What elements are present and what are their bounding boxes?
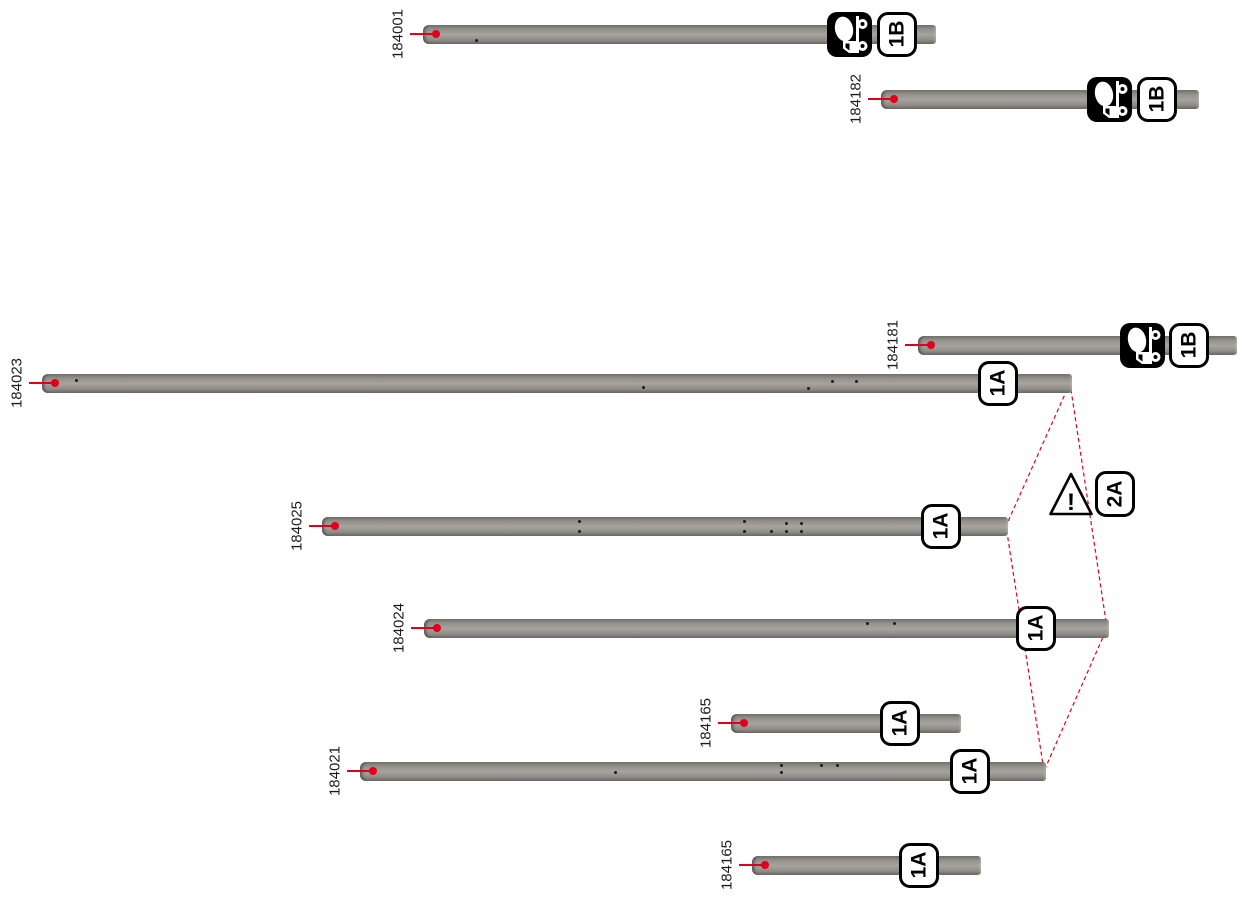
defect-dot xyxy=(578,519,581,523)
status-badge: 1B xyxy=(1169,322,1209,368)
pole-id-label: 184024 xyxy=(390,602,408,654)
status-badge: 1A xyxy=(978,360,1018,406)
pole-rod xyxy=(360,761,1046,781)
defect-dot xyxy=(642,385,645,389)
status-badge-label: 1A xyxy=(888,709,912,737)
marker-leader-line xyxy=(905,344,931,346)
marker-leader-line xyxy=(29,382,55,384)
marker-leader-line xyxy=(410,33,436,35)
concrete-mixer-truck-icon xyxy=(1087,76,1132,122)
status-badge: 1A xyxy=(1016,605,1056,651)
defect-dot xyxy=(800,529,803,533)
group-warning-badge-label: 2A xyxy=(1103,480,1127,508)
defect-dot xyxy=(743,519,746,523)
defect-dot xyxy=(578,529,581,533)
defect-dot xyxy=(785,529,788,533)
defect-dot xyxy=(75,378,78,382)
status-badge-label: 1B xyxy=(1145,85,1169,113)
marker-dot-icon xyxy=(740,719,748,727)
status-badge-label: 1A xyxy=(986,369,1010,397)
pole-id-label: 184023 xyxy=(8,357,26,409)
defect-dot xyxy=(614,770,617,774)
status-badge-label: 1B xyxy=(1177,331,1201,359)
defect-dot xyxy=(807,386,810,390)
defect-dot xyxy=(831,379,834,383)
pole-rod xyxy=(752,855,981,875)
pole-rod xyxy=(42,373,1072,393)
status-badge-label: 1A xyxy=(907,851,931,879)
warning-symbol: ! xyxy=(1067,489,1075,516)
status-badge: 1A xyxy=(880,700,920,746)
status-badge: 1A xyxy=(950,748,990,794)
warning-triangle-icon: ! xyxy=(1048,470,1094,518)
marker-leader-line xyxy=(347,770,373,772)
pole-id-label: 184181 xyxy=(884,319,902,371)
defect-dot xyxy=(743,529,746,533)
marker-dot-icon xyxy=(369,767,377,775)
status-badge: 1B xyxy=(1137,76,1177,122)
pole-id-label: 184025 xyxy=(288,500,306,552)
concrete-mixer-truck-icon xyxy=(1120,322,1165,368)
marker-leader-line xyxy=(868,98,894,100)
status-badge-label: 1B xyxy=(885,20,909,48)
marker-dot-icon xyxy=(761,861,769,869)
marker-leader-line xyxy=(309,525,335,527)
defect-dot xyxy=(780,770,783,774)
status-badge-label: 1A xyxy=(958,757,982,785)
pole-id-label: 184165 xyxy=(697,697,715,749)
marker-leader-line xyxy=(718,722,744,724)
status-badge-label: 1A xyxy=(1024,614,1048,642)
marker-dot-icon xyxy=(927,341,935,349)
pole-id-label: 184001 xyxy=(389,8,407,60)
pole-rod xyxy=(423,24,936,44)
defect-dot xyxy=(836,763,839,767)
pole-id-label: 184182 xyxy=(847,73,865,125)
status-badge-label: 1A xyxy=(929,512,953,540)
defect-dot xyxy=(893,621,896,625)
marker-dot-icon xyxy=(890,95,898,103)
status-badge: 1A xyxy=(899,842,939,888)
defect-dot xyxy=(475,38,478,42)
pole-rod xyxy=(322,516,1008,536)
marker-leader-line xyxy=(411,627,437,629)
marker-dot-icon xyxy=(331,522,339,530)
group-warning-badge: 2A xyxy=(1095,471,1135,517)
status-badge: 1A xyxy=(921,503,961,549)
pole-rod xyxy=(424,618,1109,638)
marker-dot-icon xyxy=(51,379,59,387)
defect-dot xyxy=(770,529,773,533)
pole-rod xyxy=(731,713,961,733)
marker-dot-icon xyxy=(433,624,441,632)
pole-id-label: 184165 xyxy=(718,839,736,891)
defect-dot xyxy=(785,521,788,525)
dashed-link-outline xyxy=(1005,380,1108,774)
defect-dot xyxy=(800,521,803,525)
status-badge: 1B xyxy=(877,11,917,57)
defect-dot xyxy=(866,621,869,625)
marker-leader-line xyxy=(739,864,765,866)
defect-dot xyxy=(820,763,823,767)
pole-id-label: 184021 xyxy=(326,745,344,797)
defect-dot xyxy=(855,379,858,383)
concrete-mixer-truck-icon xyxy=(827,11,872,57)
marker-dot-icon xyxy=(432,30,440,38)
defect-dot xyxy=(780,763,783,767)
